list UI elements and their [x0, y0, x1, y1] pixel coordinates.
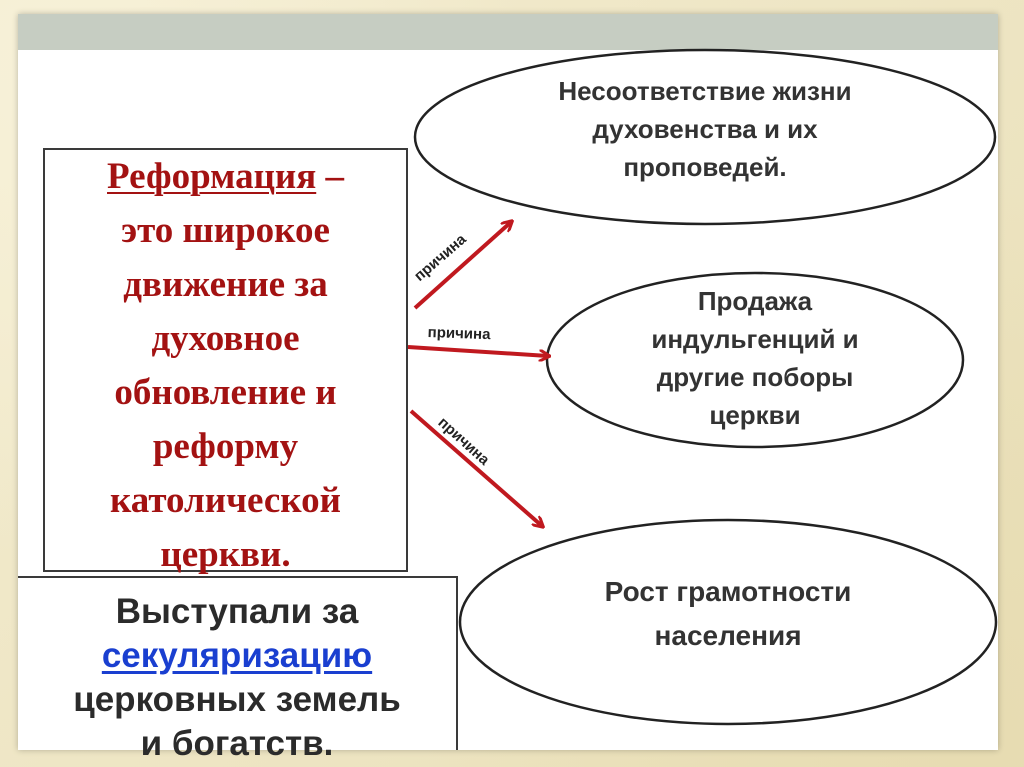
diagram-canvas: [407, 48, 998, 726]
cause-text-3: Рост грамотности населения: [518, 570, 938, 658]
arrow-label-2: причина: [427, 324, 491, 344]
definition-dash: –: [316, 156, 344, 197]
cause-1-line: духовенства и их: [592, 114, 818, 144]
secularization-line: и богатств.: [140, 724, 334, 763]
secularization-link[interactable]: секуляризацию: [101, 636, 373, 675]
cause-2-line: церкви: [709, 400, 801, 430]
secularization-line: церковных земель: [73, 680, 401, 719]
definition-title: Реформация –: [45, 150, 406, 204]
definition-line: это широкое: [121, 210, 330, 251]
definition-line: католической: [110, 480, 341, 521]
cause-arrow-1: [413, 222, 511, 310]
cause-2-line: другие поборы: [656, 362, 854, 392]
secularization-line: Выступали за: [115, 592, 359, 631]
cause-3-line: населения: [654, 620, 802, 651]
definition-term: Реформация: [107, 156, 317, 197]
cause-1-line: проповедей.: [623, 152, 787, 182]
cause-arrow-3: [409, 409, 542, 526]
definition-line: церкви.: [160, 534, 291, 575]
secularization-box: Выступали за секуляризацию церковных зем…: [18, 576, 458, 763]
definition-line: духовное: [151, 318, 300, 359]
cause-1-line: Несоответствие жизни: [558, 76, 852, 106]
cause-3-line: Рост грамотности: [604, 576, 852, 607]
slide: причина причина причина Несоответствие ж…: [18, 14, 998, 763]
cause-text-1: Несоответствие жизни духовенства и их пр…: [485, 72, 925, 186]
definition-line: реформу: [152, 426, 299, 467]
slide-top-bar: [18, 14, 998, 50]
definition-line: обновление и: [114, 372, 337, 413]
definition-box: Реформация – это широкое движение за дух…: [43, 148, 408, 575]
cause-ellipse-1: [413, 48, 997, 226]
definition-line: движение за: [123, 264, 328, 305]
cause-2-line: Продажа: [697, 286, 813, 316]
cause-arrow-2: [407, 345, 548, 356]
cause-2-line: индульгенций и: [651, 324, 859, 354]
cause-ellipse-3: [458, 518, 998, 726]
cause-text-2: Продажа индульгенций и другие поборы цер…: [585, 282, 925, 434]
